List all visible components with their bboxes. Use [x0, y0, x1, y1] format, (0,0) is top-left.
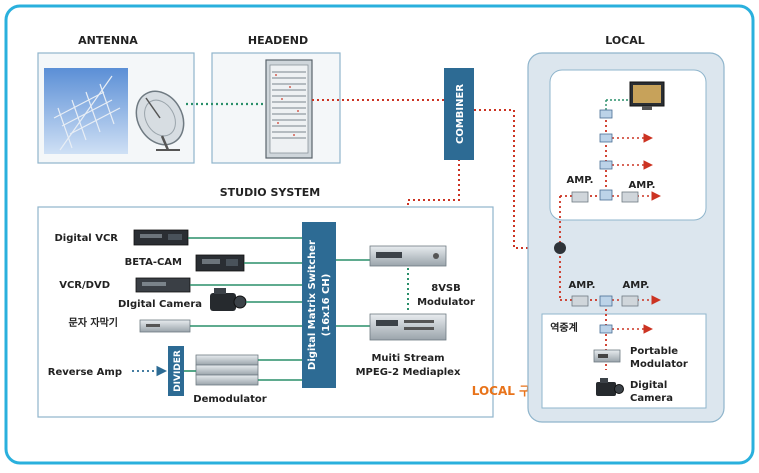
mediaplex-label-line1: Muiti Stream	[371, 353, 444, 364]
digital-camera-label: DIgital Camera	[118, 299, 202, 310]
local-heading: LOCAL	[605, 34, 645, 47]
tv-monitor-icon	[629, 81, 665, 110]
digital-camera-icon	[210, 288, 247, 311]
matrix-switcher-label: Digital Matrix Switcher	[307, 240, 318, 370]
studio-system-panel	[37, 206, 494, 418]
portable-modulator-label-line2: Modulator	[630, 359, 688, 370]
amp-icons	[571, 191, 639, 307]
local-upper-panel	[549, 69, 707, 221]
repeater-label: 역중계	[550, 321, 578, 334]
demodulator-icon	[195, 354, 259, 386]
portable-modulator-icon	[593, 349, 621, 363]
local-camera-label-line1: Digital	[630, 380, 667, 391]
studio-system-heading: STUDIO SYSTEM	[220, 186, 321, 199]
local-camera-label-line2: Camera	[630, 393, 673, 404]
demodulator-label: Demodulator	[193, 394, 266, 405]
matrix-switcher-box	[302, 222, 336, 388]
antenna-heading: ANTENNA	[78, 34, 138, 47]
amp-label-upper-left: AMP.	[567, 175, 594, 186]
local-digital-camera-icon	[596, 378, 624, 396]
portable-modulator-label-line1: Portable	[630, 346, 678, 357]
local-splitter-node	[554, 242, 566, 254]
headend-heading: HEADEND	[248, 34, 308, 47]
caption-generator-icon	[139, 319, 191, 333]
vcr-dvd-icon	[135, 277, 191, 293]
divider-box	[168, 346, 184, 396]
amp-label-lower-left: AMP.	[569, 280, 596, 291]
satellite-dish-icon	[135, 90, 185, 151]
beta-cam-label: BETA-CAM	[125, 257, 182, 268]
tv-link	[605, 99, 630, 110]
source-links	[188, 237, 370, 381]
combiner-label: COMBINER	[455, 84, 466, 144]
beta-cam-icon	[195, 254, 245, 272]
vcr-dvd-label: VCR/DVD	[59, 280, 110, 291]
amp-label-lower-right: AMP.	[623, 280, 650, 291]
matrix-switcher-sublabel: (16x16 CH)	[321, 274, 332, 337]
upper-drop-arrows	[612, 133, 661, 201]
digital-vcr-label: Digital VCR	[54, 233, 118, 244]
headend-rack-icon	[265, 59, 313, 159]
modulator-label-line2: Modulator	[417, 297, 475, 308]
modulator-to-combiner-link	[407, 160, 460, 245]
tap-icons	[599, 109, 613, 334]
combiner-box	[444, 68, 474, 160]
mediaplex-label-line2: MPEG-2 Mediaplex	[356, 367, 461, 378]
mpeg2-mediaplex-icon	[369, 313, 447, 341]
8vsb-modulator-icon	[369, 245, 447, 267]
digital-vcr-icon	[133, 229, 189, 246]
modulator-label-line1: 8VSB	[431, 283, 461, 294]
reverse-amp-label: Reverse Amp	[48, 367, 122, 378]
amp-label-upper-right: AMP.	[629, 180, 656, 191]
lower-drop-arrows	[612, 295, 661, 334]
yagi-antenna-icon	[53, 75, 121, 151]
caption-generator-label: 문자 자막기	[69, 316, 118, 329]
divider-label: DIVIDER	[173, 350, 183, 392]
